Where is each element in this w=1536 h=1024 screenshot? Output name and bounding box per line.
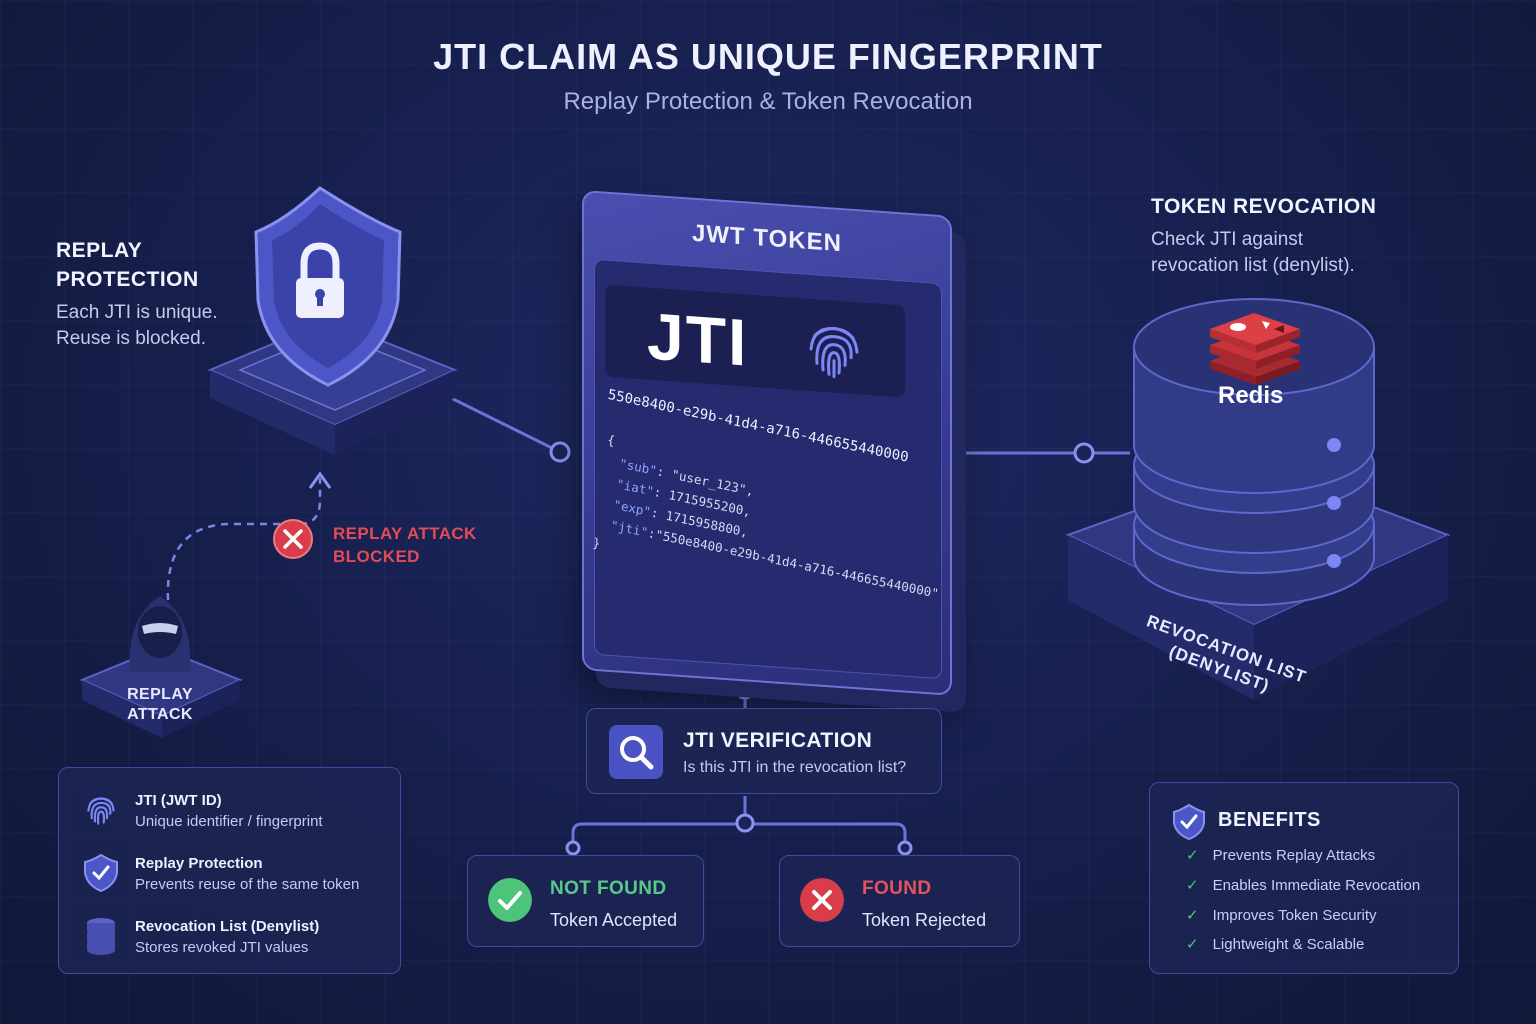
not-found-title: NOT FOUND	[550, 878, 667, 899]
search-icon-box	[609, 725, 663, 779]
verification-question: Is this JTI in the revocation list?	[683, 759, 907, 776]
not-found-result: NOT FOUND Token Accepted	[467, 855, 704, 947]
page-subtitle: Replay Protection & Token Revocation	[563, 88, 973, 115]
replay-blocked-text: REPLAY ATTACK BLOCKED	[333, 522, 477, 568]
shield-lock-icon	[207, 186, 458, 455]
replay-protection-desc-1: Each JTI is unique.	[56, 302, 218, 323]
connector-node	[897, 840, 913, 856]
replay-protection-section: REPLAY PROTECTION Each JTI is unique. Re…	[56, 236, 218, 352]
code-close-brace: }	[591, 534, 602, 552]
connector-node	[735, 813, 755, 833]
redis-label: Redis	[1218, 382, 1284, 409]
check-icon: ✓	[1186, 847, 1199, 864]
verification-title: JTI VERIFICATION	[683, 729, 873, 752]
replay-blocked-text-1: REPLAY ATTACK	[333, 524, 477, 543]
redis-database-icon	[1065, 298, 1451, 700]
token-revocation-heading: TOKEN REVOCATION	[1151, 195, 1377, 218]
search-icon	[620, 736, 654, 770]
replay-protection-heading-2: PROTECTION	[56, 268, 199, 291]
check-icon: ✓	[1186, 877, 1199, 894]
benefit-text: Lightweight & Scalable	[1212, 936, 1365, 953]
found-sub: Token Rejected	[862, 910, 987, 930]
token-revocation-section: TOKEN REVOCATION Check JTI against revoc…	[1151, 192, 1376, 279]
replay-attack-label-2: ATTACK	[127, 706, 193, 723]
benefit-item: ✓ Prevents Replay Attacks	[1186, 846, 1375, 864]
code-iat-key: "iat"	[615, 476, 655, 499]
jti-panel: JTI	[605, 284, 905, 398]
legend-jti-sub: Unique identifier / fingerprint	[135, 813, 323, 830]
connector-node	[735, 680, 755, 700]
connector-node	[549, 441, 571, 463]
hacker-icon	[79, 596, 243, 738]
benefit-text: Improves Token Security	[1212, 907, 1377, 924]
token-revocation-desc-1: Check JTI against	[1151, 229, 1304, 250]
replay-attack-label-1: REPLAY	[127, 686, 193, 703]
jwt-token-title: JWT TOKEN	[692, 219, 842, 258]
replay-protection-desc-2: Reuse is blocked.	[56, 328, 206, 349]
fingerprint-icon	[87, 797, 115, 825]
shield-check-icon	[84, 853, 118, 893]
database-icon	[87, 918, 115, 955]
replay-attack-label: REPLAY ATTACK	[100, 685, 220, 725]
legend-revocation-sub: Stores revoked JTI values	[135, 939, 309, 956]
check-icon: ✓	[1186, 907, 1199, 924]
check-circle-icon	[488, 878, 532, 922]
code-sub-key: "sub"	[618, 455, 658, 479]
benefit-text: Enables Immediate Revocation	[1212, 877, 1421, 894]
code-open-brace: {	[606, 431, 617, 449]
code-jti-value: :"550e8400-e29b-41d4-a716-446655440000"	[646, 525, 940, 602]
replay-protection-heading-1: REPLAY	[56, 239, 143, 262]
benefits-panel: BENEFITS ✓ Prevents Replay Attacks ✓ Enabl…	[1149, 782, 1459, 974]
check-icon: ✓	[1186, 936, 1199, 953]
connector-node	[565, 840, 581, 856]
benefit-item: ✓ Improves Token Security	[1186, 906, 1377, 924]
blocked-x-icon	[273, 519, 313, 559]
shield-check-icon	[1173, 803, 1205, 841]
token-revocation-desc-2: revocation list (denylist).	[1151, 255, 1355, 276]
code-exp-key: "exp"	[612, 496, 653, 520]
legend-panel: JTI (JWT ID) Unique identifier / fingerp…	[58, 767, 401, 974]
benefits-title: BENEFITS	[1218, 809, 1321, 831]
legend-replay-title: Replay Protection	[135, 855, 263, 872]
found-result: FOUND Token Rejected	[779, 855, 1020, 947]
not-found-sub: Token Accepted	[550, 910, 678, 930]
connector-node	[1073, 442, 1095, 464]
replay-blocked-text-2: BLOCKED	[333, 547, 420, 566]
x-circle-icon	[800, 878, 844, 922]
page-title: JTI CLAIM AS UNIQUE FINGERPRINT	[433, 36, 1103, 77]
redis-logo	[1210, 313, 1300, 385]
legend-jti-title: JTI (JWT ID)	[135, 792, 222, 809]
jwt-token-body: JTI 550e8400-e29b-41d4-a716-446655440000…	[591, 258, 942, 680]
fingerprint-icon	[809, 327, 859, 379]
legend-replay-sub: Prevents reuse of the same token	[135, 876, 360, 893]
legend-revocation-title: Revocation List (Denylist)	[135, 918, 320, 935]
jti-verification-panel: JTI VERIFICATION Is this JTI in the revo…	[586, 708, 942, 794]
benefit-item: ✓ Lightweight & Scalable	[1186, 935, 1364, 953]
jwt-token-card: JWT TOKEN JTI 550e8400-e29b-41d4-a716-44…	[582, 190, 952, 696]
jti-label: JTI	[647, 298, 749, 380]
benefit-text: Prevents Replay Attacks	[1212, 847, 1376, 864]
benefit-item: ✓ Enables Immediate Revocation	[1186, 876, 1420, 894]
found-title: FOUND	[862, 878, 932, 899]
code-jti-key: "jti"	[609, 517, 650, 540]
